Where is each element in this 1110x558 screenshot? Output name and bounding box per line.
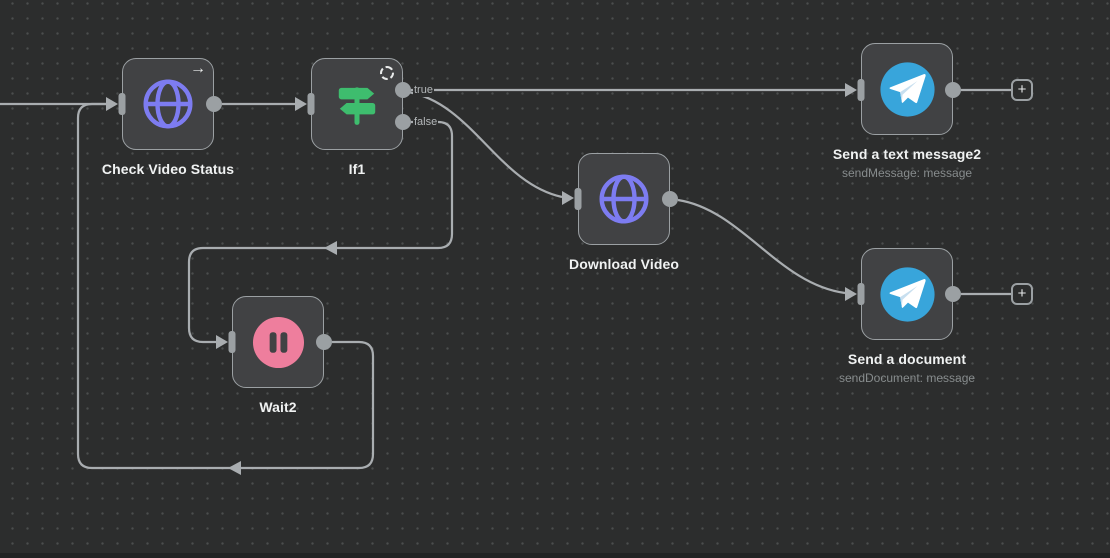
arrowhead [228, 461, 241, 475]
node-send-a-document[interactable]: Send a document sendDocument: message [839, 248, 975, 385]
arrowhead [845, 287, 857, 301]
node-title: If1 [348, 161, 366, 177]
node-title: Check Video Status [101, 161, 235, 177]
add-node-button[interactable]: + [1011, 283, 1033, 305]
node-if1[interactable]: If1 [311, 58, 403, 177]
arrowhead [106, 97, 118, 111]
canvas-bottom-edge [0, 553, 1110, 558]
node-check-video-status[interactable]: → Check Video Status [102, 58, 234, 177]
node-box[interactable] [232, 296, 324, 388]
node-send-a-text-message2[interactable]: Send a text message2 sendMessage: messag… [833, 43, 981, 180]
telegram-icon [879, 61, 935, 117]
arrowhead [562, 191, 574, 205]
signpost-icon [338, 87, 376, 125]
output-label-false: false [413, 116, 439, 129]
connection-if1-true-to-download[interactable] [407, 90, 563, 199]
globe-icon [599, 174, 649, 224]
node-box[interactable]: → [122, 58, 214, 150]
node-subtitle: sendMessage: message [841, 166, 973, 180]
node-download-video[interactable]: Download Video [569, 153, 679, 272]
arrowhead [845, 83, 857, 97]
output-label-true: true [413, 84, 434, 97]
node-box[interactable] [861, 248, 953, 340]
globe-icon [143, 79, 193, 129]
node-title: Wait2 [259, 399, 297, 415]
telegram-icon [879, 266, 935, 322]
node-title: Download Video [568, 256, 680, 272]
arrowhead [216, 335, 228, 349]
add-node-button[interactable]: + [1011, 79, 1033, 101]
loop-icon [380, 66, 394, 80]
node-box[interactable] [578, 153, 670, 245]
arrowhead [295, 97, 307, 111]
node-title: Send a text message2 [832, 146, 982, 162]
node-box[interactable] [311, 58, 403, 150]
pause-icon [252, 316, 304, 368]
node-box[interactable] [861, 43, 953, 135]
node-wait2[interactable]: Wait2 [232, 296, 324, 415]
node-subtitle: sendDocument: message [838, 371, 976, 385]
node-title: Send a document [847, 351, 967, 367]
arrowhead [324, 241, 337, 255]
arrow-right-icon: → [190, 60, 206, 77]
connection-download-to-send-document[interactable] [677, 198, 846, 295]
